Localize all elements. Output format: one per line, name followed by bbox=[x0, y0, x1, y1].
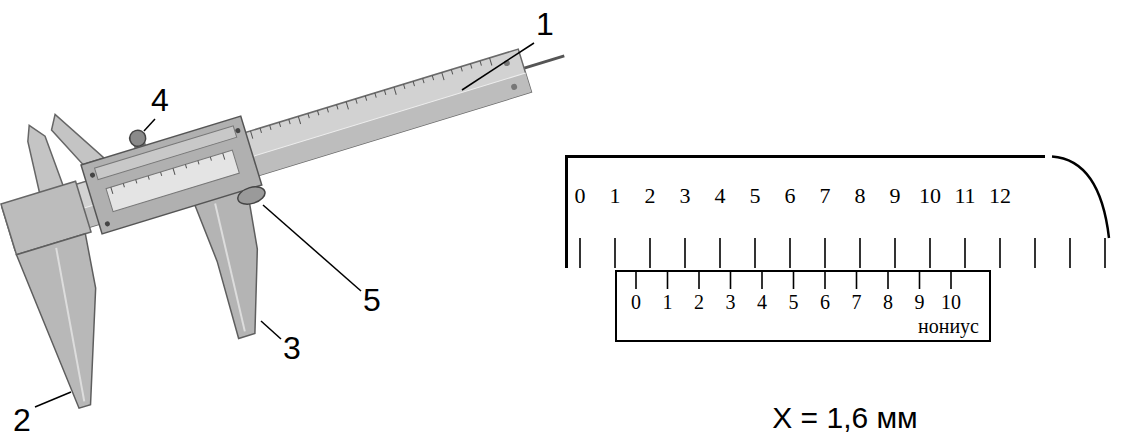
vernier-tick bbox=[793, 272, 795, 289]
vernier-number: 0 bbox=[631, 292, 641, 312]
main-scale-tick bbox=[1069, 238, 1071, 268]
scale-number: 6 bbox=[785, 185, 796, 207]
vernier-tick bbox=[950, 272, 952, 289]
callout-number: 5 bbox=[363, 284, 381, 316]
scale-number: 9 bbox=[890, 185, 901, 207]
vernier-number: 8 bbox=[883, 292, 893, 312]
leader-line bbox=[35, 392, 71, 407]
main-scale-tick bbox=[929, 238, 931, 268]
main-scale-tick bbox=[964, 238, 966, 268]
vernier-number: 7 bbox=[852, 292, 862, 312]
scale-number: 7 bbox=[820, 185, 831, 207]
leader-line bbox=[263, 205, 361, 291]
vernier-box: 0 1 2 3 4 5 6 7 8 9 10 нониус bbox=[615, 270, 991, 342]
scale-number: 2 bbox=[645, 185, 656, 207]
vernier-tick bbox=[856, 272, 858, 289]
vernier-number: 9 bbox=[915, 292, 925, 312]
main-scale-tick bbox=[1104, 238, 1106, 268]
scale-number: 5 bbox=[750, 185, 761, 207]
main-scale: 0123456789101112 bbox=[565, 155, 1111, 268]
vernier-number: 10 bbox=[941, 292, 961, 312]
vernier-tick bbox=[635, 272, 637, 289]
vernier-number: 1 bbox=[663, 292, 673, 312]
scale-number: 3 bbox=[680, 185, 691, 207]
scale-number: 8 bbox=[855, 185, 866, 207]
main-scale-drawing bbox=[565, 155, 1111, 268]
callout-number: 1 bbox=[536, 8, 554, 40]
vernier-number: 4 bbox=[757, 292, 767, 312]
vernier-window bbox=[106, 150, 239, 212]
scale-number: 4 bbox=[715, 185, 726, 207]
vernier-tick bbox=[730, 272, 732, 289]
scale-outline-end bbox=[1052, 157, 1109, 239]
leader-lines bbox=[35, 43, 534, 407]
slider-rivet bbox=[235, 128, 241, 134]
callout-number: 4 bbox=[151, 84, 169, 116]
main-scale-tick bbox=[649, 238, 651, 268]
vernier-tick bbox=[698, 272, 700, 289]
jaw-highlight bbox=[39, 248, 102, 401]
vernier-caption: нониус bbox=[918, 316, 979, 336]
main-scale-tick bbox=[824, 238, 826, 268]
callout-number: 2 bbox=[13, 404, 31, 436]
vernier-tick bbox=[887, 272, 889, 289]
main-scale-tick bbox=[754, 238, 756, 268]
scale-number: 10 bbox=[919, 185, 941, 207]
scale-number: 11 bbox=[954, 185, 975, 207]
beam-scale-ticks bbox=[250, 58, 491, 139]
scale-number: 12 bbox=[989, 185, 1011, 207]
main-scale-tick bbox=[579, 238, 581, 268]
moving-jaw bbox=[194, 187, 288, 339]
vernier-number: 6 bbox=[820, 292, 830, 312]
scale-number: 1 bbox=[610, 185, 621, 207]
caliper bbox=[0, 0, 621, 413]
vernier-number: 2 bbox=[694, 292, 704, 312]
leader-line bbox=[261, 321, 281, 339]
main-scale-tick bbox=[894, 238, 896, 268]
slider-rivet bbox=[89, 172, 95, 178]
vernier-number: 5 bbox=[789, 292, 799, 312]
main-scale-tick bbox=[859, 238, 861, 268]
main-scale-tick bbox=[789, 238, 791, 268]
vernier-number: 3 bbox=[726, 292, 736, 312]
main-scale-tick bbox=[1034, 238, 1036, 268]
leader-line bbox=[462, 43, 534, 90]
depth-rod bbox=[519, 56, 564, 70]
beam-rivet bbox=[510, 83, 517, 90]
leader-line bbox=[144, 119, 155, 131]
vernier-tick bbox=[761, 272, 763, 289]
scale-number: 0 bbox=[575, 185, 586, 207]
scale-outline bbox=[567, 157, 1046, 269]
vernier-ticks bbox=[111, 153, 225, 194]
vernier-tick bbox=[919, 272, 921, 289]
reading-value: X = 1,6 мм bbox=[772, 403, 918, 433]
fixed-jaw bbox=[16, 234, 133, 413]
slider-rivet bbox=[104, 221, 110, 227]
main-scale-tick bbox=[614, 238, 616, 268]
main-scale-tick bbox=[684, 238, 686, 268]
main-scale-tick bbox=[999, 238, 1001, 268]
vernier-tick bbox=[667, 272, 669, 289]
thumb-wheel bbox=[236, 184, 267, 207]
callout-number: 3 bbox=[283, 332, 301, 364]
vernier-tick bbox=[824, 272, 826, 289]
slider bbox=[81, 116, 262, 234]
jaw-highlight bbox=[207, 203, 254, 331]
main-scale-tick bbox=[719, 238, 721, 268]
